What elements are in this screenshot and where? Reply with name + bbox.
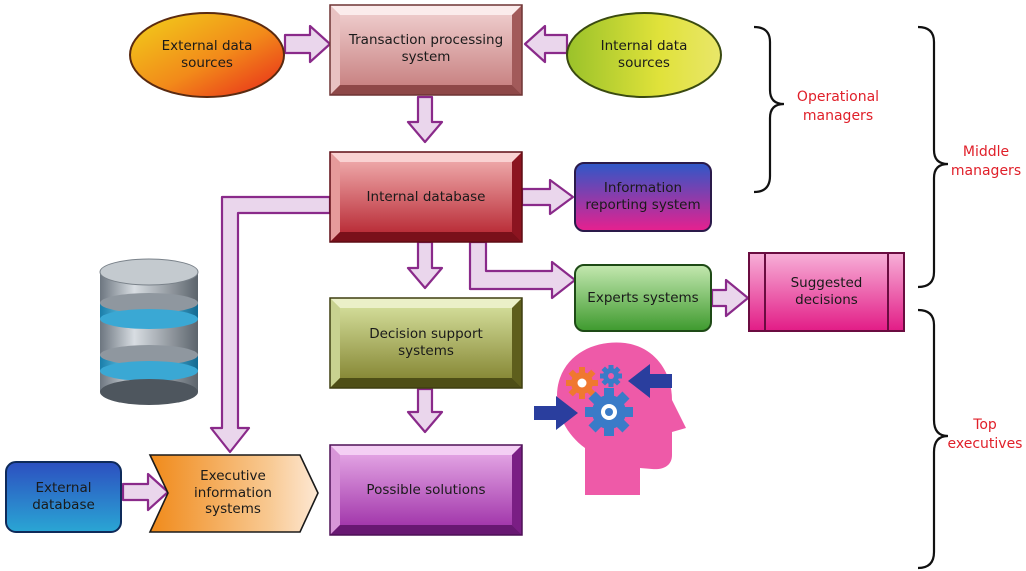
operational-managers-label: Operational managers <box>796 89 880 124</box>
arrow-idb-to-eis <box>209 195 332 454</box>
internal-data-sources-label: Internal data sources <box>600 38 688 71</box>
internal-database-shape <box>329 151 523 243</box>
brace-operational <box>753 25 785 194</box>
executive-information-shape <box>148 454 319 533</box>
database-icon <box>99 258 199 405</box>
arrow-internal-to-tps <box>523 24 569 64</box>
experts-systems-label: Experts systems <box>587 289 699 306</box>
arrow-experts-to-suggested <box>710 278 750 318</box>
middle-managers-label: Middle managers <box>950 144 1022 179</box>
external-database-label: External database <box>32 480 95 513</box>
top-executives-label: Top executives <box>947 417 1023 452</box>
arrow-idb-to-irs <box>520 178 575 216</box>
external-data-sources-label: External data sources <box>161 38 253 71</box>
arrow-xdb-to-eis <box>121 472 170 512</box>
information-reporting-shape <box>574 162 712 232</box>
suggested-decisions-shape <box>748 252 905 332</box>
internal-database-label: Internal database <box>366 188 486 205</box>
arrow-external-to-tps <box>283 24 332 64</box>
transaction-processing-system-label: Transaction processing system <box>348 32 504 65</box>
arrow-tps-to-internal-db <box>406 95 444 144</box>
brace-top <box>917 308 949 570</box>
arrow-idb-to-dss <box>406 240 444 290</box>
head-gears-icon <box>534 342 686 495</box>
external-data-sources-shape <box>129 12 285 98</box>
information-reporting-system-label: Information reporting system <box>585 180 701 213</box>
external-database-shape <box>5 461 122 533</box>
executive-information-systems-label: Executive information systems <box>194 467 272 518</box>
internal-data-sources-shape <box>566 12 722 98</box>
possible-solutions-label: Possible solutions <box>366 481 486 498</box>
brace-middle <box>917 25 949 289</box>
decision-support-systems-label: Decision support systems <box>369 326 483 359</box>
possible-solutions-shape <box>329 444 523 536</box>
suggested-decisions-label: Suggested decisions <box>790 275 863 308</box>
tps-shape <box>329 4 523 96</box>
arrow-idb-to-experts <box>468 240 577 300</box>
arrow-dss-to-solutions <box>406 387 444 434</box>
dss-shape <box>329 297 523 389</box>
experts-systems-shape <box>574 264 712 332</box>
